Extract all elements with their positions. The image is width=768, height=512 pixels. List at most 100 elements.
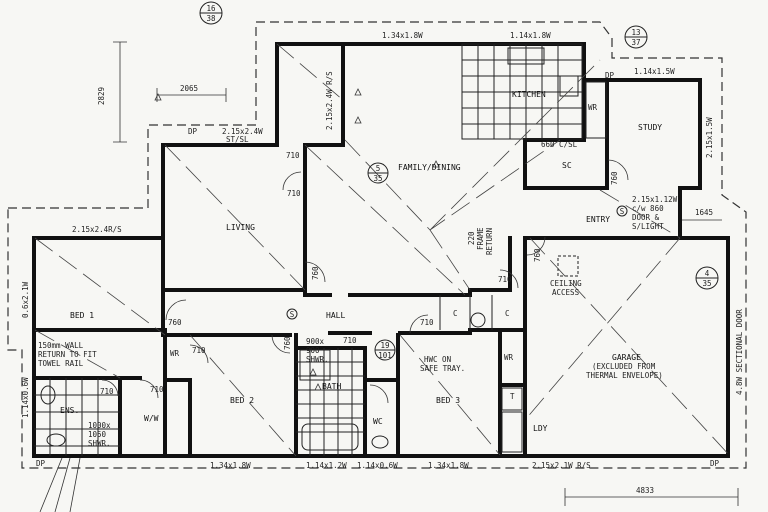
entry-door-1: 2.15x1.12W <box>632 195 678 204</box>
study-wardrobe <box>585 81 607 139</box>
family-wall <box>303 42 345 147</box>
cupboard-label: C <box>505 309 510 318</box>
ens-tiles <box>34 378 120 456</box>
cupboard-lines <box>439 295 493 330</box>
door-size: 710 <box>150 385 164 394</box>
cupboard-label: C <box>453 309 458 318</box>
study-wr-label: WR <box>588 103 598 112</box>
door-size: 760 <box>283 336 292 350</box>
smoke-detector-label: S <box>620 207 625 216</box>
hwc-circle <box>470 312 486 328</box>
dimension-4833: 4833 <box>636 486 654 495</box>
bath-label: BATH <box>322 382 341 391</box>
window-top-2: 1.14x1.8W <box>510 31 551 40</box>
entry-door-2: c/w 860 <box>632 204 664 213</box>
door-size: 710 <box>498 275 512 284</box>
drainage-lines <box>39 457 81 512</box>
section-marker-top: 19 <box>380 341 389 350</box>
window-bed1-side: 0.6x2.1W <box>21 281 30 318</box>
bed3-wr-label: WR <box>504 353 514 362</box>
door-size: 760 <box>311 266 320 280</box>
living-wall <box>161 143 307 292</box>
kitchen-grid <box>462 44 582 139</box>
bath-wall <box>294 346 400 458</box>
frame-note-1: 220 <box>467 231 476 245</box>
window-bot-4: 1.34x1.8W <box>428 461 469 470</box>
window-ens: 1.14x0.6W <box>21 377 30 418</box>
ens-shower-note-2: 1050 <box>88 430 107 439</box>
section-marker-top: 5 <box>376 164 381 173</box>
smoke-detector-markers: S S <box>286 205 628 320</box>
kitchen-sink <box>507 47 545 65</box>
section-marker-16-38: 16 38 <box>199 1 223 25</box>
door-swings <box>101 159 629 404</box>
family-dining-label: FAMILY/DINING <box>398 163 461 172</box>
window-triangles <box>154 88 440 391</box>
wall-note-2: RETURN TO FIT <box>38 350 97 359</box>
wall-note-3: TOWEL RAIL <box>38 359 84 368</box>
ceiling-access-note-1: CEILING <box>550 279 582 288</box>
laundry-tub <box>501 387 523 411</box>
section-marker-13-37: 13 37 <box>624 25 648 49</box>
section-marker-top: 13 <box>631 28 640 37</box>
sc-label: SC <box>562 161 572 170</box>
entry-door-3: DOOR & <box>632 213 660 222</box>
ceiling-access-note-2: ACCESS <box>552 288 580 297</box>
garage-note-2: THERMAL ENVELOPE) <box>586 371 663 380</box>
hall-label: HALL <box>326 311 345 320</box>
ens-shower-note-3: SHWR. <box>88 439 111 448</box>
dimension-2065: 2065 <box>180 84 198 93</box>
ceiling-access-hatch <box>557 255 579 277</box>
window-bot-1: 1.34x1.8W <box>210 461 251 470</box>
garage-wall <box>523 236 682 458</box>
door-size: 760 <box>610 171 619 185</box>
bed1-wr-label: WR <box>170 349 180 358</box>
wc-toilet <box>371 435 389 449</box>
window-st-sl: ST/SL <box>226 135 249 144</box>
shower-tray <box>299 349 331 381</box>
door-size: 710 <box>100 387 114 396</box>
section-marker-19-101: 19 101 <box>374 339 396 361</box>
laundry-tub-label: T <box>510 392 515 401</box>
bed2-label: BED 2 <box>230 396 254 405</box>
hwc-note-2: SAFE TRAY. <box>420 364 465 373</box>
ens-shower-note-1: 1000x <box>88 421 111 430</box>
door-size: 710 <box>343 336 357 345</box>
door-size: 710 <box>420 318 434 327</box>
outer-boundary-line <box>7 21 747 469</box>
ens-basin <box>46 433 66 447</box>
bed3-label: BED 3 <box>436 396 460 405</box>
smoke-detector-label: S <box>290 310 295 319</box>
downpipe-label: DP <box>188 127 198 136</box>
exterior-wall <box>32 42 730 458</box>
living-label: LIVING <box>226 223 255 232</box>
dimension-2829: 2829 <box>97 87 106 105</box>
section-marker-bottom: 101 <box>378 351 392 360</box>
ens-toilet <box>40 385 56 405</box>
kitchen-label: KITCHEN <box>512 90 546 99</box>
bed3-wall <box>396 331 502 458</box>
garage-door-label: 4.8W SECTIONAL DOOR <box>735 309 744 395</box>
roof-lines <box>34 43 731 457</box>
ens-label: ENS. <box>60 406 79 415</box>
window-bot-3: 1.14x0.6W <box>357 461 398 470</box>
wc-label: WC <box>373 417 383 426</box>
garage-note-1: (EXCLUDED FROM <box>592 362 656 371</box>
section-marker-bottom: 38 <box>206 14 216 23</box>
entry-door-4: S/LIGHT <box>632 222 664 231</box>
bathtub <box>301 423 359 451</box>
study-label: STUDY <box>638 123 662 132</box>
window-top-1: 1.34x1.8W <box>382 31 423 40</box>
shower-note-2: 900 <box>306 346 320 355</box>
window-bot-5: 2.15x2.1W R/S <box>532 461 591 470</box>
wiw-label: W/W <box>144 414 159 423</box>
downpipe-label: DP <box>36 459 46 468</box>
laundry-bench <box>501 411 523 453</box>
wall-note-1: 150mm WALL <box>38 341 84 350</box>
downpipe-label: DP <box>710 459 720 468</box>
window-st: 2.15x2.4W <box>222 127 263 136</box>
bed1-label: BED 1 <box>70 311 94 320</box>
garage-label: GARAGE <box>612 353 641 362</box>
frame-note-2: FRAME <box>476 227 485 250</box>
